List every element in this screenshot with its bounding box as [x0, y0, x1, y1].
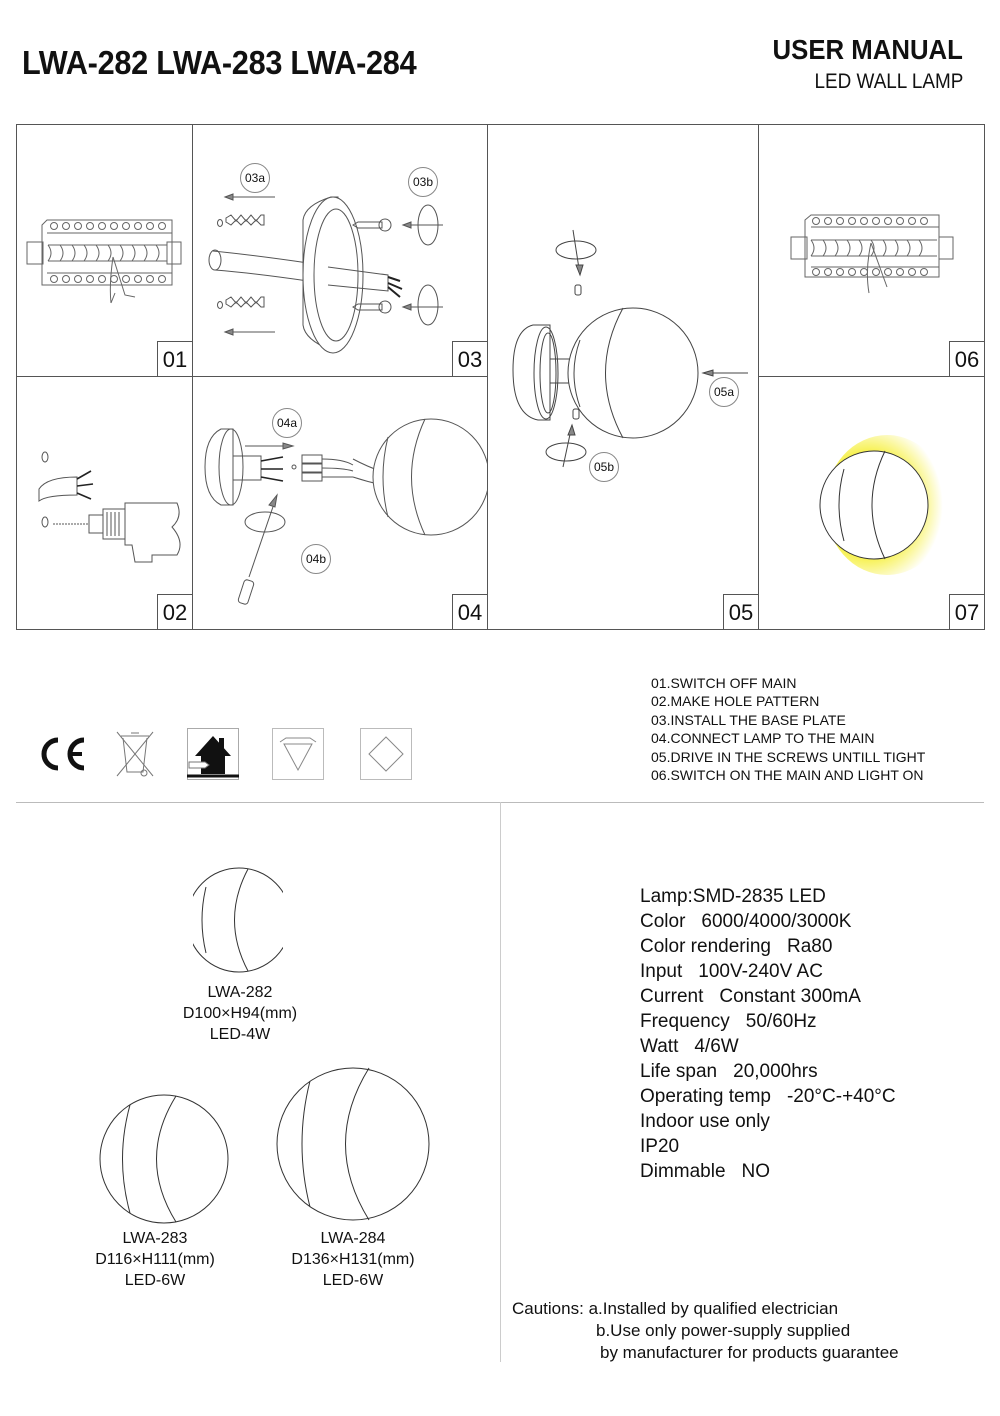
- step-number: 05: [723, 594, 758, 629]
- model-name: LWA-282: [207, 984, 273, 1001]
- spec-operating-temp: Operating temp-20°C-+40°C: [640, 1086, 896, 1107]
- installation-steps-list: 01.SWITCH OFF MAIN 02.MAKE HOLE PATTERN …: [651, 674, 925, 784]
- callout-04b: 04b: [301, 544, 331, 574]
- lit-lamp-icon: [819, 435, 949, 575]
- globe-lwa-283-icon: [97, 1093, 232, 1233]
- model-dimensions: D136×H131(mm): [291, 1251, 415, 1268]
- panel-07: 07: [758, 376, 985, 630]
- step-item: 03.INSTALL THE BASE PLATE: [651, 711, 846, 728]
- model-dimensions: D116×H111(mm): [95, 1251, 215, 1268]
- model-lwa-284: LWA-284 D136×H131(mm) LED-6W: [268, 1228, 438, 1291]
- model-name: LWA-284: [320, 1230, 386, 1247]
- cautions-label: Cautions:: [512, 1299, 584, 1318]
- caution-item: a.Installed by qualified electrician: [588, 1299, 839, 1318]
- step-number: 06: [949, 341, 984, 376]
- drill-icon: [38, 451, 181, 563]
- base-plate-install-icon: [208, 193, 443, 354]
- document-title: LWA-282 LWA-283 LWA-284: [22, 44, 417, 81]
- model-power: LED-6W: [322, 1272, 384, 1289]
- model-power: LED-4W: [209, 1026, 271, 1043]
- spec-lamp: Lamp:SMD-2835 LED: [640, 886, 826, 907]
- panel-03: 03a 03b 03: [192, 124, 488, 377]
- step-number: 04: [452, 594, 487, 629]
- model-power: LED-6W: [124, 1272, 186, 1289]
- weee-crossed-bin-icon: [113, 728, 157, 780]
- step-item: 05.DRIVE IN THE SCREWS UNTILL TIGHT: [651, 748, 926, 765]
- panel-06: 06: [758, 124, 985, 377]
- cautions-block: Cautions: a.Installed by qualified elect…: [512, 1298, 899, 1364]
- wire-connect-icon: [204, 418, 487, 605]
- callout-05b: 05b: [589, 452, 619, 482]
- globe-lwa-284-icon: [272, 1064, 432, 1229]
- indoor-use-house-icon: [187, 728, 239, 780]
- diamond-icon: [360, 728, 412, 780]
- step-number: 02: [157, 594, 192, 629]
- spec-indoor: Indoor use only: [640, 1111, 770, 1132]
- instruction-grid: 01: [16, 124, 985, 630]
- caution-item: b.Use only power-supply supplied: [596, 1321, 851, 1340]
- model-name: LWA-283: [122, 1230, 188, 1247]
- manual-title: USER MANUAL: [772, 34, 963, 65]
- globe-lwa-282-icon: [186, 865, 292, 980]
- model-lwa-282: LWA-282 D100×H94(mm) LED-4W: [160, 982, 320, 1045]
- step-number: 03: [452, 341, 487, 376]
- panel-01: 01: [16, 124, 193, 377]
- globe-attach-icon: [512, 229, 748, 468]
- step-item: 04.CONNECT LAMP TO THE MAIN: [651, 730, 875, 747]
- caution-item: by manufacturer for products guarantee: [600, 1343, 899, 1362]
- callout-03b: 03b: [408, 167, 438, 197]
- callout-04a: 04a: [272, 408, 302, 438]
- ce-mark-icon: [36, 728, 88, 780]
- panel-05: 05a 05b 05: [487, 124, 759, 630]
- panel-02: 02: [16, 376, 193, 630]
- breaker-panel-icon: [790, 214, 954, 294]
- model-lwa-283: LWA-283 D116×H111(mm) LED-6W: [75, 1228, 235, 1291]
- model-dimensions: D100×H94(mm): [182, 1005, 298, 1022]
- step-number: 01: [157, 341, 192, 376]
- step-item: 01.SWITCH OFF MAIN: [651, 675, 797, 691]
- step-number: 07: [949, 594, 984, 629]
- callout-05a: 05a: [709, 377, 739, 407]
- manual-subtitle: LED WALL LAMP: [814, 70, 963, 93]
- panel-04: 04a 04b 04: [192, 376, 488, 630]
- callout-03a: 03a: [240, 163, 270, 193]
- step-item: 02.MAKE HOLE PATTERN: [651, 693, 820, 710]
- inverted-triangle-icon: [272, 728, 324, 780]
- spec-ip-rating: IP20: [640, 1136, 680, 1157]
- step-item: 06.SWITCH ON THE MAIN AND LIGHT ON: [651, 767, 924, 784]
- section-divider-vertical: [500, 802, 501, 1362]
- breaker-panel-icon: [26, 219, 182, 304]
